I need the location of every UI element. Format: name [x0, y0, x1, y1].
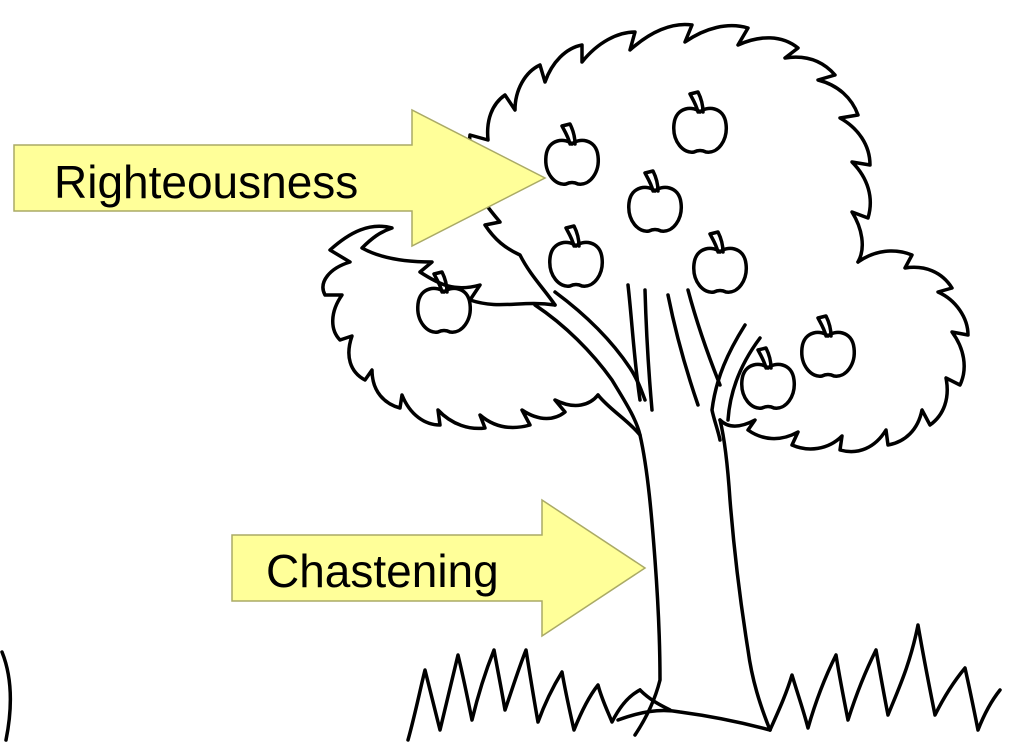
- chastening-arrow: Chastening: [231, 498, 647, 638]
- apple-icon: [416, 270, 472, 334]
- apple-icon: [672, 90, 728, 154]
- apple-icon: [548, 224, 604, 288]
- arrow-shape: [231, 498, 647, 638]
- apple-icon: [740, 346, 796, 410]
- arrow-shape: [13, 108, 547, 248]
- apple-icon: [692, 230, 748, 294]
- apple-icon: [627, 169, 683, 233]
- righteousness-arrow: Righteousness: [13, 108, 547, 248]
- apples: [416, 90, 856, 410]
- apple-icon: [800, 314, 856, 378]
- tree-trunk: [533, 283, 772, 737]
- grass: [406, 623, 1002, 742]
- chastening-label: Chastening: [266, 545, 499, 597]
- apple-icon: [544, 122, 600, 186]
- tree-crown: [0, 22, 970, 742]
- righteousness-label: Righteousness: [54, 156, 358, 208]
